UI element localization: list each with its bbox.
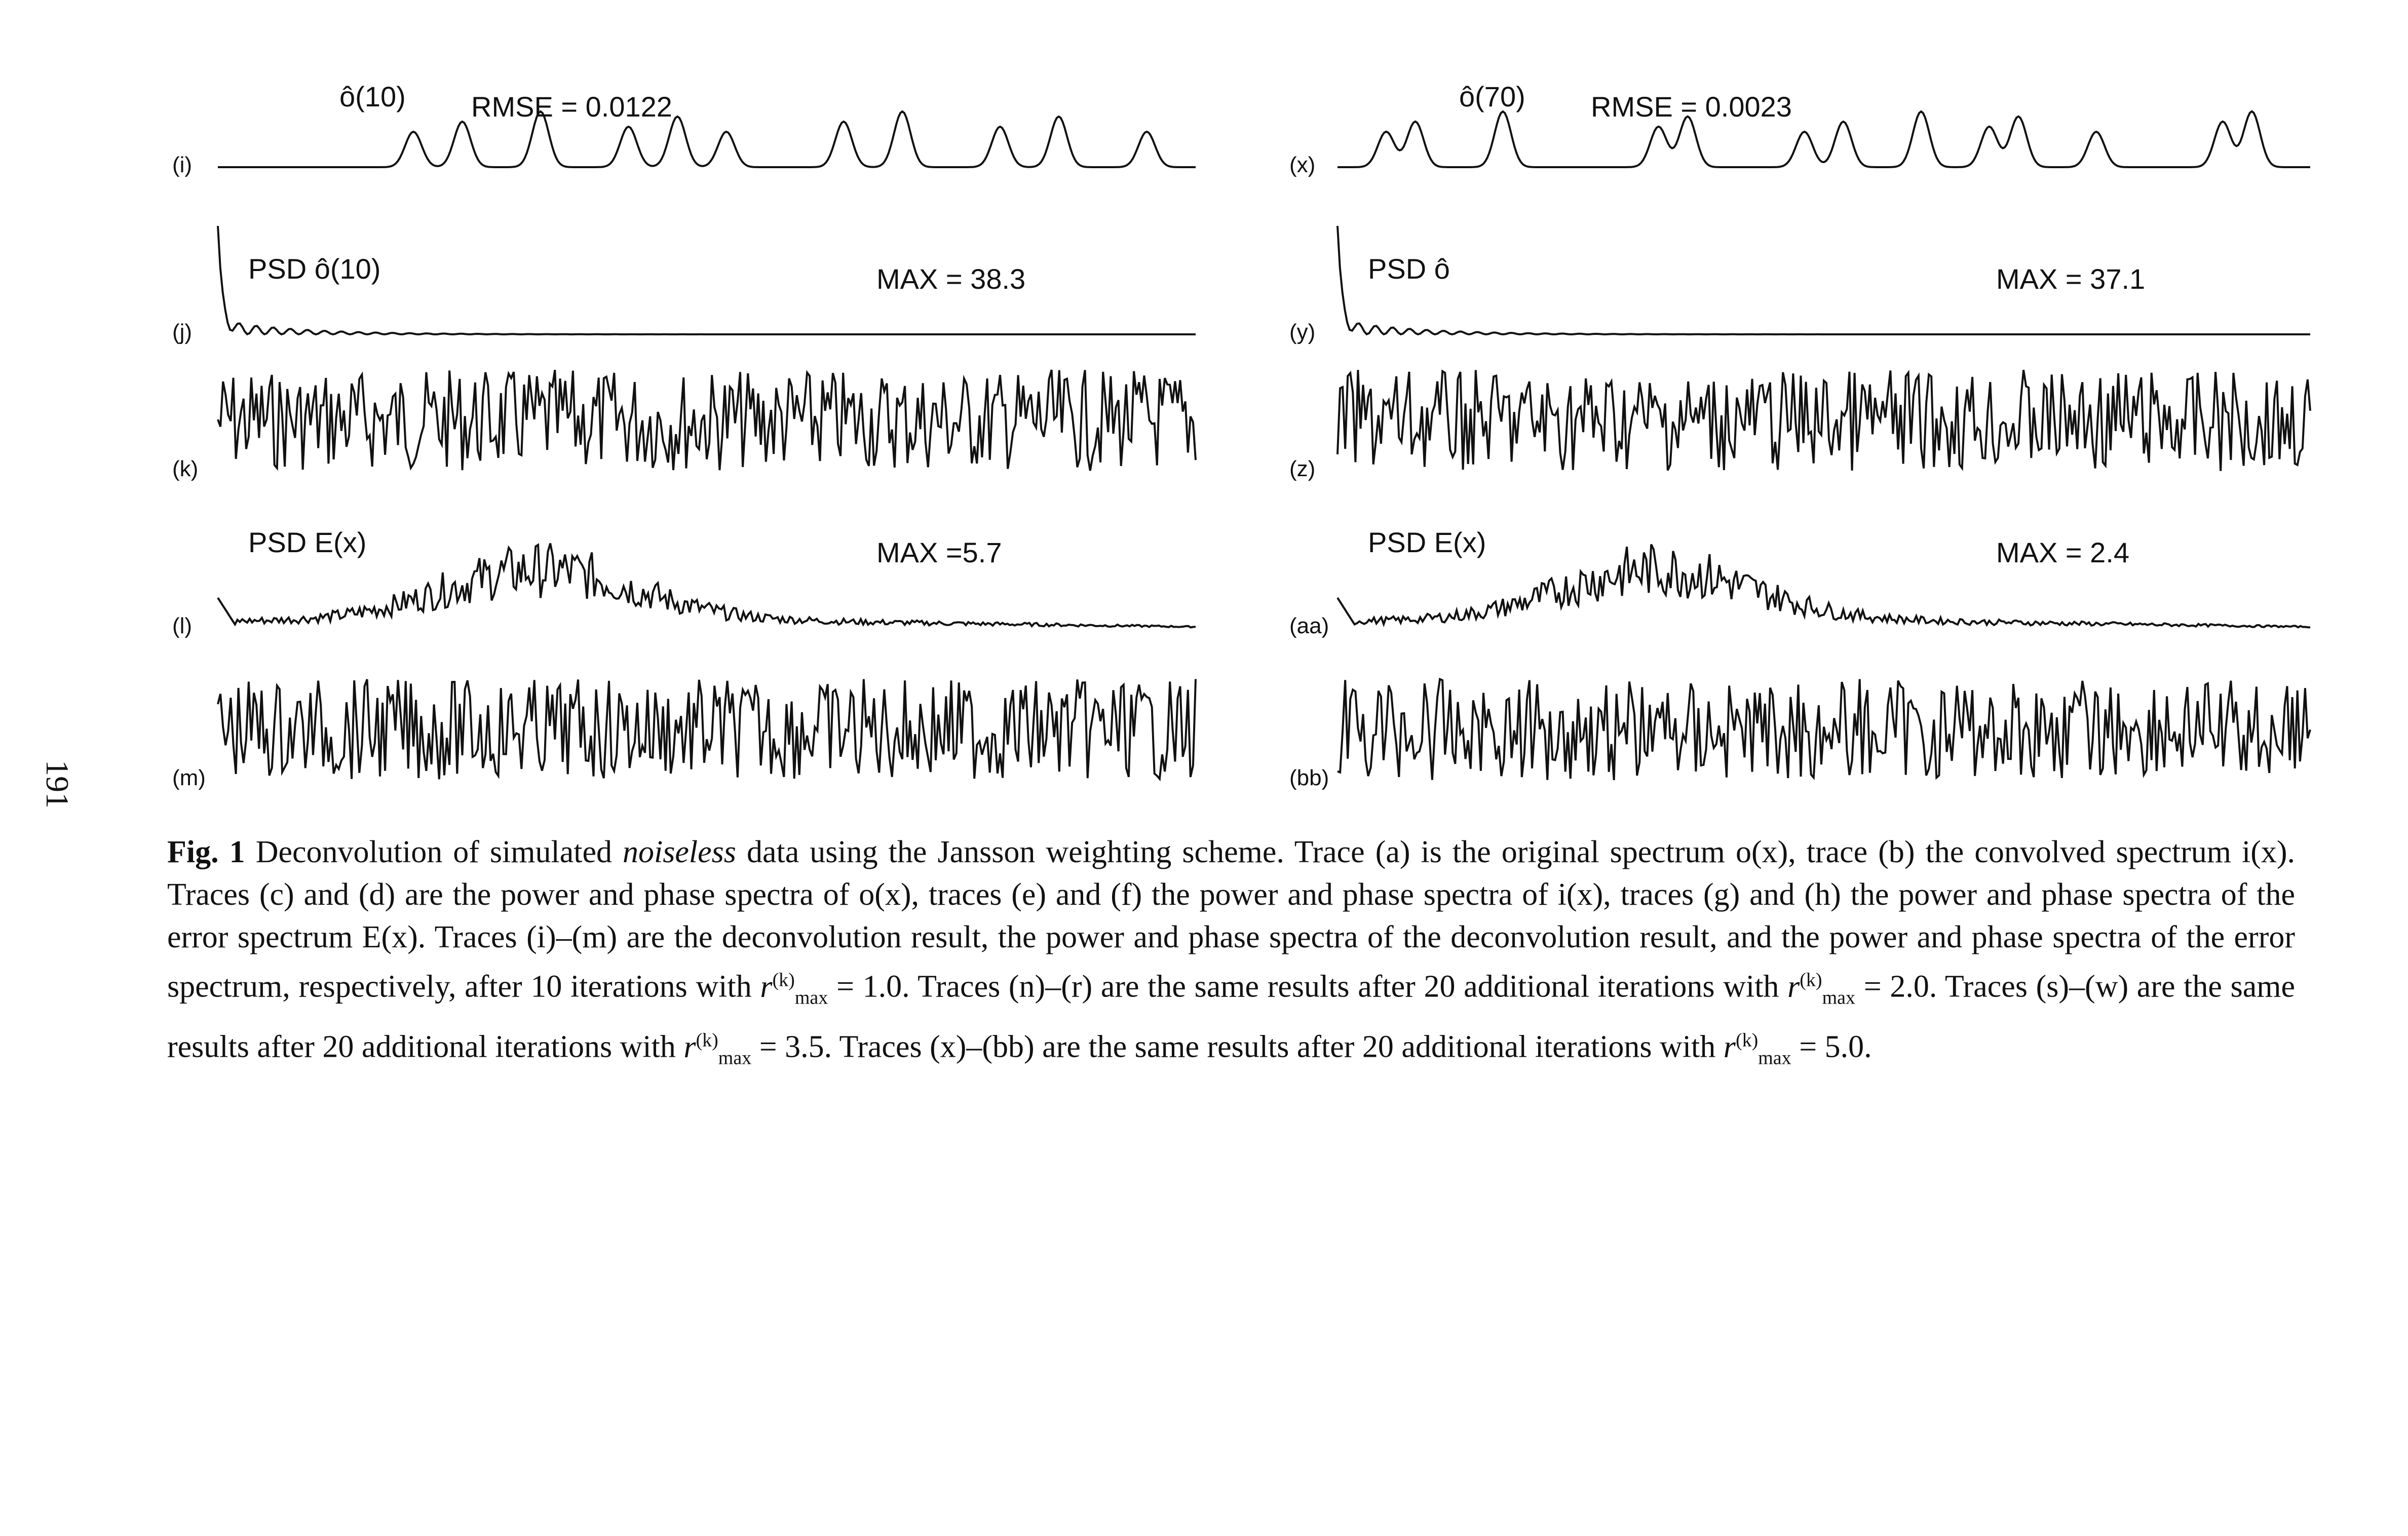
r-max-symbol: r(k)max bbox=[683, 1029, 752, 1069]
trace-annotation: ô(10) bbox=[339, 81, 406, 112]
trace-annotation: ô(70) bbox=[1459, 81, 1525, 112]
trace-j bbox=[217, 225, 1196, 336]
trace-label: (z) bbox=[1289, 456, 1315, 481]
caption-text-3: = 1.0. Traces (n)–(r) are the same resul… bbox=[836, 969, 1779, 1004]
r-max-symbol: r(k)max bbox=[1787, 969, 1856, 1009]
trace-i bbox=[218, 110, 1196, 168]
trace-l bbox=[217, 543, 1196, 629]
trace-annotation: RMSE = 0.0122 bbox=[471, 91, 672, 123]
caption-figure-label: Fig. 1 bbox=[167, 835, 245, 869]
trace-annotation: MAX =5.7 bbox=[876, 536, 1002, 568]
trace-label: (i) bbox=[172, 152, 192, 177]
figure-caption: Fig. 1 Deconvolution of simulated noisel… bbox=[167, 831, 2295, 1079]
caption-italic: noiseless bbox=[623, 835, 736, 869]
caption-text-6: = 5.0. bbox=[1799, 1029, 1872, 1064]
trace-y bbox=[1336, 225, 2310, 336]
trace-z bbox=[1336, 369, 2311, 471]
trace-annotation: RMSE = 0.0023 bbox=[1591, 91, 1792, 123]
r-max-symbol: r(k)max bbox=[760, 969, 828, 1009]
caption-text-2: data using the Jansson weighting scheme.… bbox=[167, 835, 2296, 1004]
trace-label: (j) bbox=[172, 320, 192, 344]
trace-annotation: MAX = 2.4 bbox=[1996, 536, 2129, 568]
trace-bb bbox=[1337, 677, 2311, 781]
trace-annotation: PSD ô(10) bbox=[248, 253, 380, 285]
trace-k bbox=[217, 369, 1197, 471]
caption-text-1: Deconvolution of simulated bbox=[255, 835, 612, 869]
trace-label: (bb) bbox=[1289, 765, 1329, 790]
trace-annotation: PSD E(x) bbox=[248, 526, 366, 558]
caption-text-5: = 3.5. Traces (x)–(bb) are the same resu… bbox=[759, 1029, 1716, 1064]
trace-label: (aa) bbox=[1289, 613, 1329, 638]
trace-annotation: PSD ô bbox=[1368, 253, 1450, 285]
r-max-symbol: r(k)max bbox=[1723, 1029, 1791, 1069]
trace-annotation: PSD E(x) bbox=[1368, 526, 1486, 558]
figure-traces: (i) ô(10) RMSE = 0.0122 (j) PSD ô(10) MAX = 3… bbox=[172, 81, 2311, 790]
trace-label: (l) bbox=[172, 613, 192, 638]
trace-label: (y) bbox=[1289, 320, 1315, 344]
trace-annotation: MAX = 38.3 bbox=[876, 263, 1025, 295]
page-number: 191 bbox=[40, 760, 75, 809]
trace-label: (x) bbox=[1289, 152, 1315, 177]
caption-text-4: = 2.0. Traces (s)–(w) are the same resul… bbox=[167, 969, 2295, 1064]
trace-label: (m) bbox=[172, 765, 206, 790]
trace-label: (k) bbox=[172, 456, 198, 481]
trace-annotation: MAX = 37.1 bbox=[1996, 263, 2145, 295]
trace-x bbox=[1337, 110, 2310, 168]
trace-m bbox=[217, 679, 1197, 782]
trace-aa bbox=[1336, 544, 2311, 629]
